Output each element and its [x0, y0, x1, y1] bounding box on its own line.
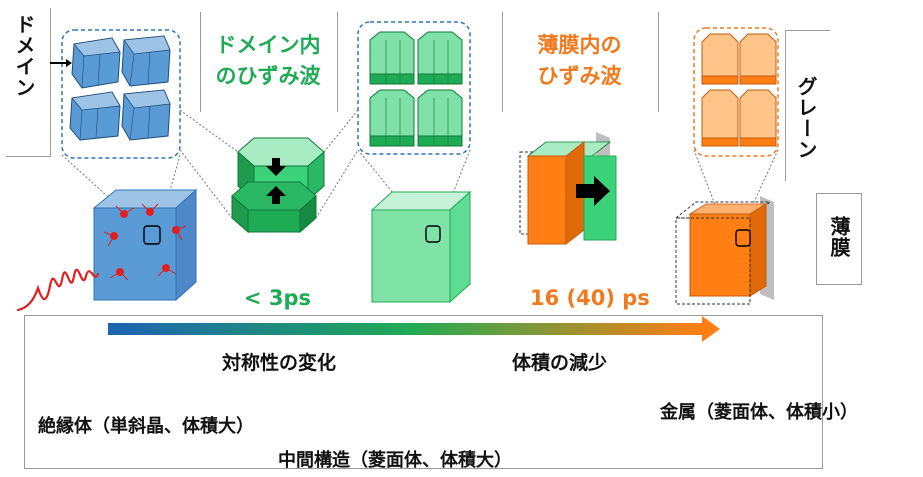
film-wave-title-line1: 薄膜内の: [537, 33, 622, 57]
insulator-label: 絶縁体（単斜晶、体積大）: [38, 416, 254, 437]
green-cube: [370, 190, 472, 304]
domain-wave-title-line2: のひずみ波: [215, 64, 321, 88]
green-domain-prism: [231, 137, 325, 234]
laser-pulse: [16, 268, 100, 312]
volume-decrease-label: 体積の減少: [512, 352, 608, 374]
domain-label-box: [6, 8, 51, 157]
green-domain-zoom: [357, 21, 471, 155]
timeline-arrow: [108, 316, 720, 342]
blue-domain-zoom: [50, 29, 181, 159]
film-label: 薄膜: [827, 216, 851, 258]
domain-wave-title-line1: ドメイン内: [215, 33, 321, 57]
domain-label: ドメイン: [12, 14, 36, 98]
metal-label: 金属（菱面体、体積小）: [660, 402, 858, 423]
film-wave-title-line2: ひずみ波: [537, 64, 622, 88]
orange-cube: [674, 196, 774, 305]
grain-label-box: [785, 30, 830, 181]
symmetry-change-label: 対称性の変化: [222, 352, 337, 374]
time-label-3ps: < 3ps: [244, 286, 312, 310]
film-wave-title: 薄膜内の ひずみ波: [502, 30, 657, 92]
intermediate-label: 中間構造（菱面体、体積大）: [278, 450, 512, 471]
blue-cube: [92, 188, 198, 302]
timeline-panel: [24, 315, 823, 469]
domain-wave-title-box: [200, 12, 338, 112]
film-label-box: [816, 193, 862, 285]
time-label-16ps: 16 (40) ps: [530, 286, 650, 310]
grain-label: グレーン: [794, 76, 818, 160]
orange-grain-zoom: [693, 27, 779, 157]
domain-wave-title: ドメイン内 のひずみ波: [200, 30, 336, 92]
film-wave-block: [519, 132, 617, 246]
film-wave-title-box: [502, 12, 659, 112]
